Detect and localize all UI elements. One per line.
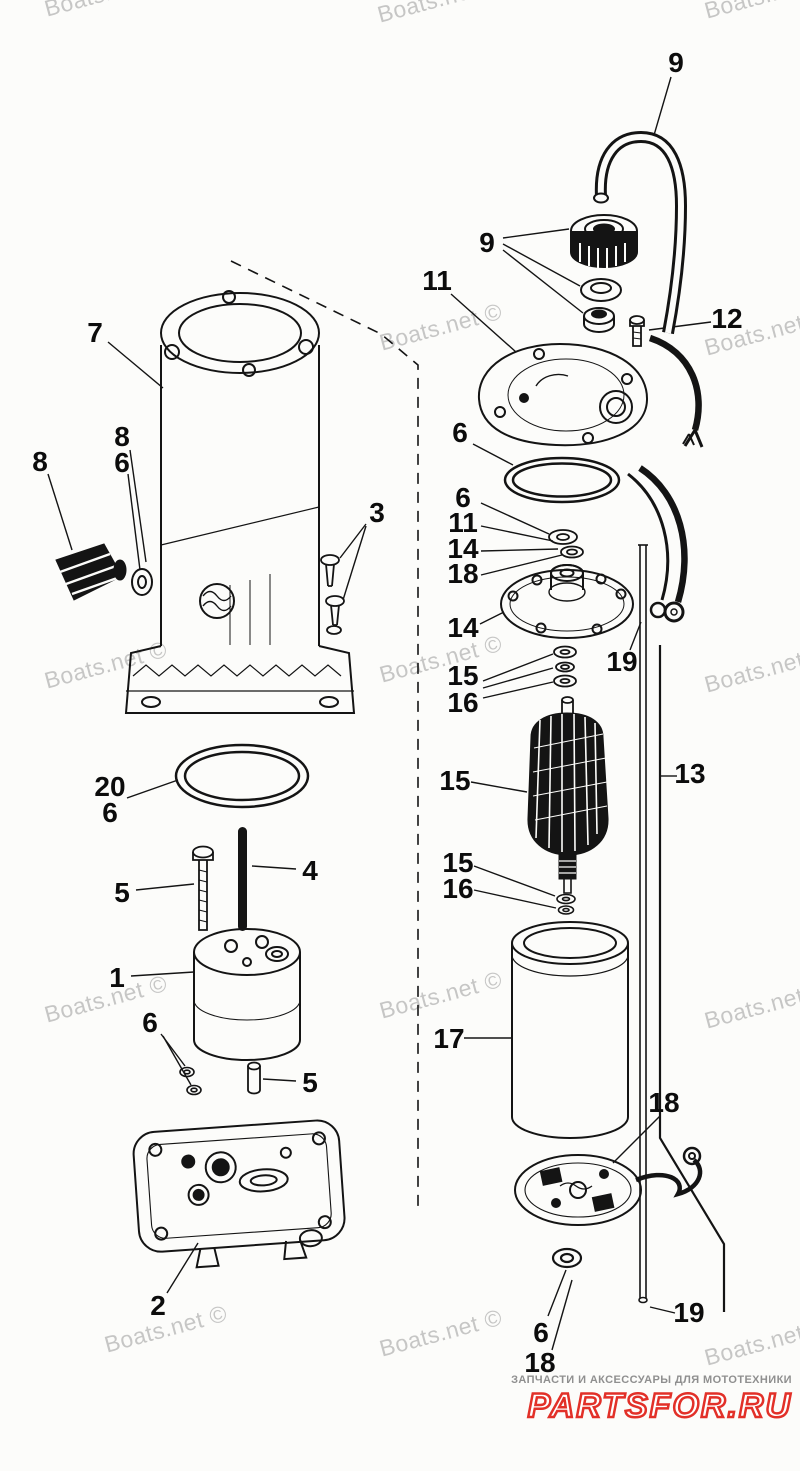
part-8-plug: [55, 543, 127, 601]
part-19-thru-bolt: [638, 544, 648, 1304]
part-9-cap: [570, 214, 638, 268]
part-callout-16: 16: [447, 687, 479, 718]
part-6-washers-small: [179, 1066, 202, 1096]
part-callout-14: 14: [447, 533, 479, 564]
footer-tagline: ЗАПЧАСТИ И АКСЕССУАРЫ ДЛЯ МОТОТЕХНИКИ: [511, 1374, 792, 1386]
part-callout-18: 18: [447, 558, 479, 589]
part-callout-5: 5: [302, 1067, 318, 1098]
part-callout-19: 19: [606, 646, 638, 677]
part-callout-6: 6: [452, 417, 468, 448]
part-callout-14: 14: [447, 612, 479, 643]
part-15-armature: [527, 696, 609, 894]
part-5-pin: [247, 1061, 261, 1095]
part-callout-4: 4: [302, 855, 318, 886]
part-callout-12: 12: [711, 303, 743, 334]
part-6-washer-bottom: [551, 1247, 583, 1269]
part-callout-15: 15: [442, 847, 474, 878]
part-9-breather-tube: [593, 130, 688, 335]
part-callout-17: 17: [433, 1023, 465, 1054]
part-4-stud: [238, 827, 247, 931]
part-6-washer-plug: [131, 568, 153, 596]
part-callout-3: 3: [369, 497, 385, 528]
alignment-dashed-line: [230, 260, 419, 1208]
part-20-o-ring: [174, 743, 310, 809]
part-6-11-washer-stack: [548, 529, 584, 559]
part-callout-15: 15: [447, 660, 479, 691]
footer: ЗАПЧАСТИ И АКСЕССУАРЫ ДЛЯ МОТОТЕХНИКИ PA…: [511, 1374, 792, 1426]
part-7-reservoir-housing: [124, 290, 356, 714]
part-11-end-cap: [477, 342, 649, 447]
part-6-o-ring: [503, 456, 621, 504]
part-12-bolt: [629, 315, 645, 347]
footer-brand-logo: PARTSFOR.RU: [526, 1386, 792, 1427]
part-18-brush-plate: [514, 1146, 703, 1226]
part-callout-9: 9: [668, 47, 684, 78]
part-callout-19: 19: [673, 1297, 705, 1328]
part-3-screws: [320, 554, 345, 635]
part-13-bracket: [658, 645, 726, 1312]
part-callout-6: 6: [142, 1007, 158, 1038]
part-callout-5: 5: [114, 877, 130, 908]
part-9-nut: [583, 307, 615, 333]
part-callout-6: 6: [533, 1317, 549, 1348]
part-callout-13: 13: [674, 758, 706, 789]
part-callout-9: 9: [479, 227, 495, 258]
part-1-pump-body: [193, 928, 301, 1061]
part-callout-6: 6: [114, 447, 130, 478]
leader-lines: [47, 76, 712, 1351]
part-9-washer: [580, 278, 622, 302]
part-14-end-frame: [500, 564, 634, 639]
part-15-16-washer-stack: [553, 645, 577, 688]
part-callout-6: 6: [455, 482, 471, 513]
part-5-bolt: [192, 845, 214, 931]
part-callout-18: 18: [648, 1087, 680, 1118]
part-callout-2: 2: [150, 1290, 166, 1321]
part-callout-8: 8: [32, 446, 48, 477]
part-2-manifold: [132, 1119, 346, 1269]
battery-wires: [627, 334, 704, 623]
part-callout-16: 16: [442, 873, 474, 904]
part-15-16-shaft-washers: [556, 893, 576, 915]
part-callout-1: 1: [109, 962, 125, 993]
part-callout-11: 11: [448, 507, 478, 538]
part-callout-8: 8: [114, 421, 130, 452]
part-callout-18: 18: [524, 1347, 556, 1378]
part-17-motor-frame: [511, 921, 629, 1139]
part-callout-11: 11: [422, 265, 452, 296]
part-callout-6: 6: [102, 797, 118, 828]
part-callout-15: 15: [439, 765, 471, 796]
part-callout-20: 20: [94, 771, 126, 802]
part-callout-7: 7: [87, 317, 103, 348]
